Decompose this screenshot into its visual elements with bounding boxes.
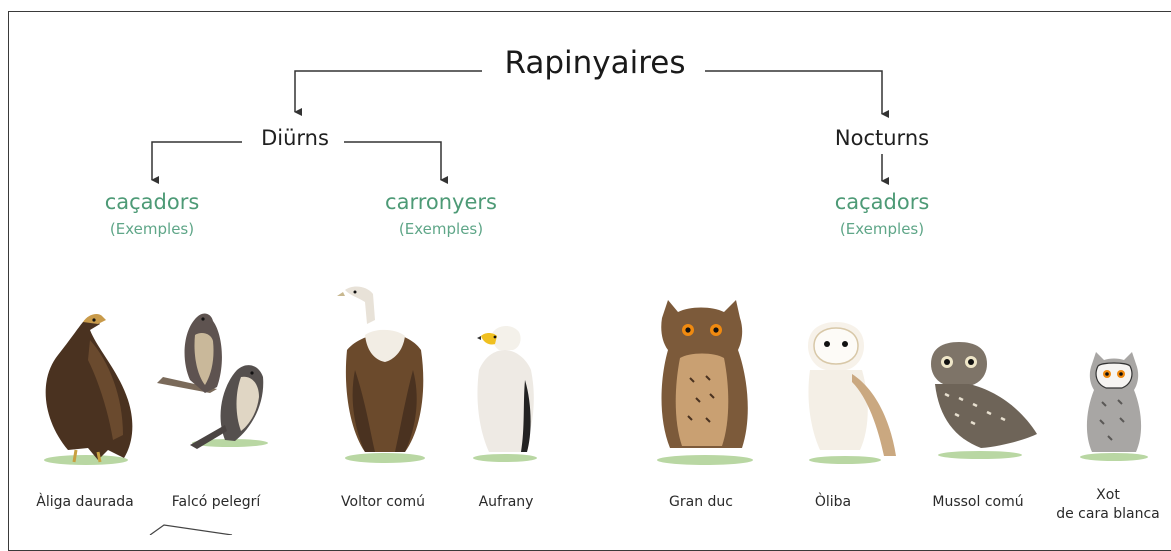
- group-diurns-carronyers-note: (Exemples): [399, 220, 483, 238]
- white-faced-owl-icon: [1072, 350, 1157, 465]
- group-diurns-cacadors: caçadors: [105, 190, 200, 214]
- diurns-connector-left: [152, 142, 242, 180]
- griffon-vulture-icon: [335, 280, 435, 465]
- group-nocturns-cacadors: caçadors: [835, 190, 930, 214]
- bird-label: Gran duc: [669, 493, 733, 511]
- golden-eagle-icon: [28, 300, 143, 470]
- group-diurns-carronyers: carronyers: [385, 190, 497, 214]
- corner-box-edge: [150, 525, 232, 535]
- peregrine-falcon-icon: [155, 305, 275, 450]
- title-connector-right: [705, 71, 882, 114]
- group-diurns-cacadors-note: (Exemples): [110, 220, 194, 238]
- diagram-title: Rapinyaires: [504, 45, 685, 81]
- title-connector-left: [295, 71, 482, 112]
- barn-owl-icon: [800, 318, 900, 468]
- egyptian-vulture-icon: [465, 320, 545, 465]
- group-nocturns-cacadors-note: (Exemples): [840, 220, 924, 238]
- bird-label: Òliba: [815, 493, 851, 511]
- bird-label: Voltor comú: [341, 493, 425, 511]
- bird-label: Aufrany: [479, 493, 534, 511]
- bird-label: de cara blanca: [1056, 505, 1160, 523]
- little-owl-icon: [925, 338, 1045, 463]
- branch-nocturns: Nocturns: [835, 126, 929, 150]
- bird-label: Xot: [1096, 486, 1120, 504]
- bird-label: Mussol comú: [932, 493, 1023, 511]
- eagle-owl-icon: [650, 298, 760, 468]
- bird-label: Àliga daurada: [36, 493, 133, 511]
- branch-diurns: Diürns: [261, 126, 329, 150]
- bird-label: Falcó pelegrí: [172, 493, 260, 511]
- diurns-connector-right: [344, 142, 441, 180]
